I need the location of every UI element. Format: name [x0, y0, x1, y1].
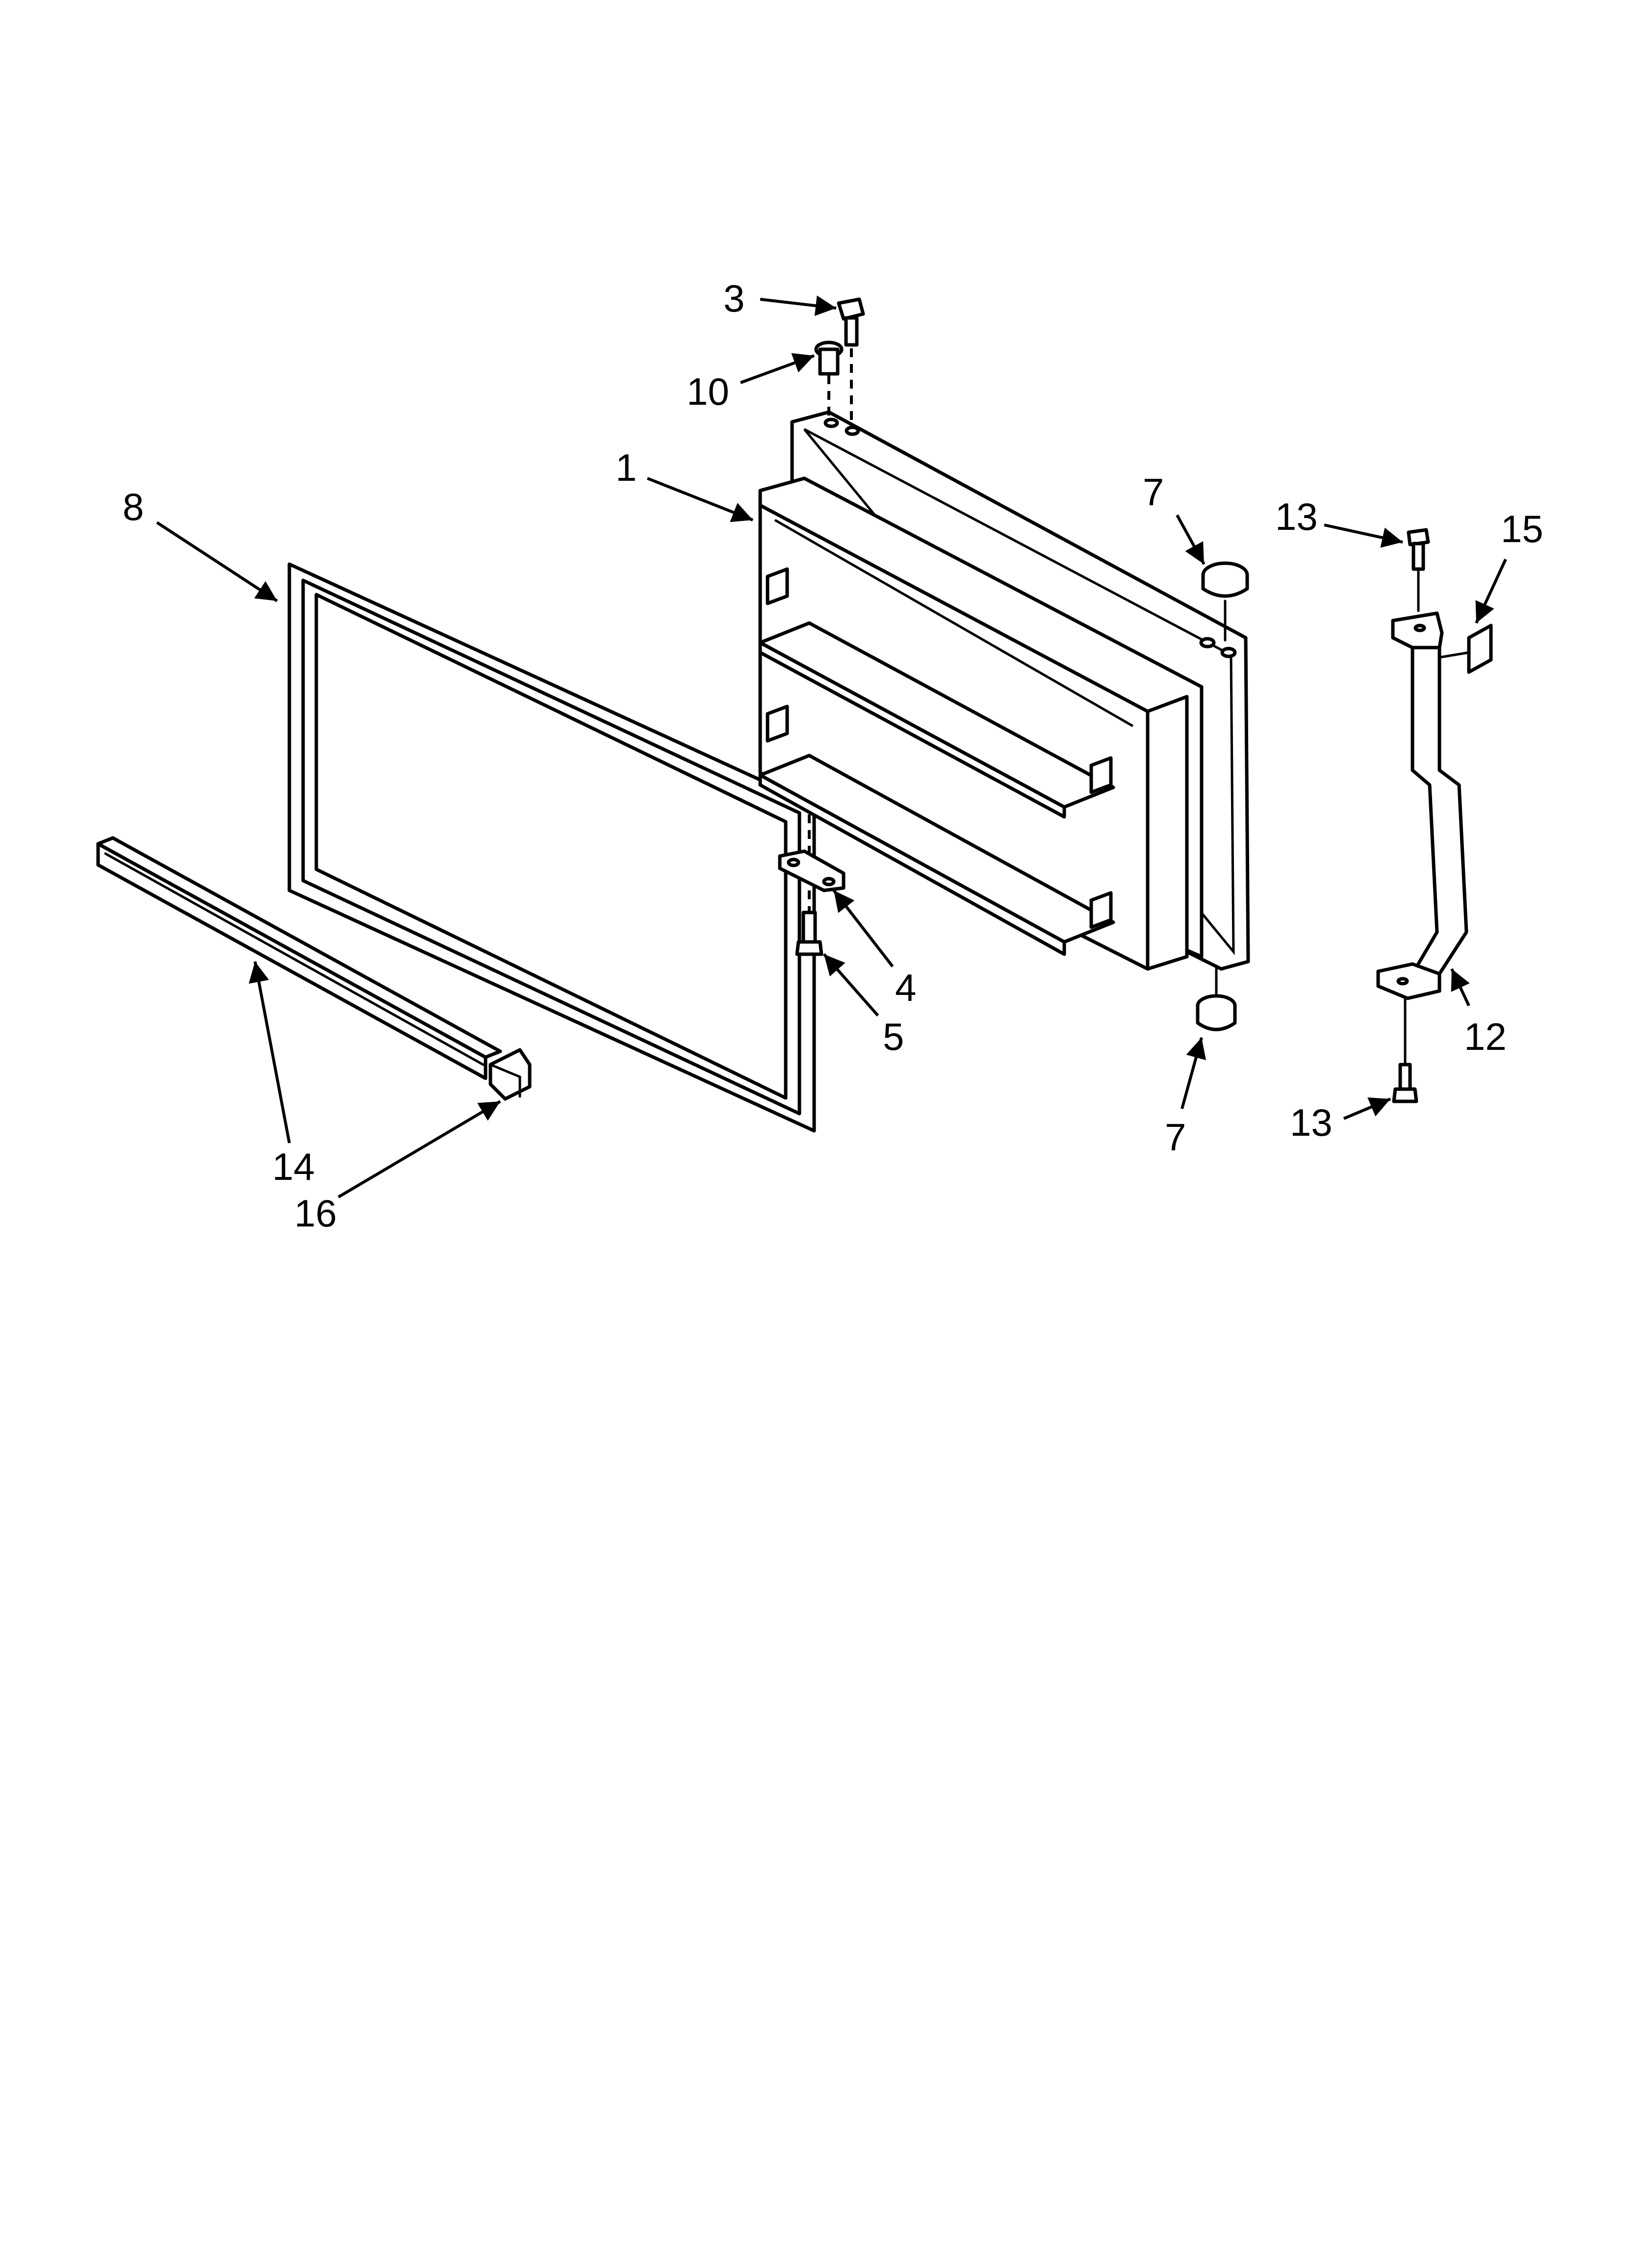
label-part: [1438, 624, 1493, 674]
leader-8: [156, 521, 278, 602]
leader-14: [249, 961, 291, 1144]
callout-12: 12: [1464, 1015, 1507, 1058]
handle-screw-top-part: [1407, 528, 1430, 612]
hinge-bolt-part: [795, 890, 823, 956]
door-gasket-part: [287, 562, 816, 1133]
callout-7-top: 7: [1143, 470, 1164, 514]
hinge-bracket-part: [778, 814, 846, 892]
callout-5: 5: [883, 1015, 904, 1058]
leader-15: [1475, 558, 1507, 624]
leader-13b: [1343, 1097, 1391, 1120]
callout-4: 4: [895, 966, 916, 1009]
trim-strip-part: [96, 836, 502, 1080]
leader-12: [1450, 968, 1470, 1007]
leader-13a: [1324, 523, 1403, 548]
callout-1: 1: [616, 446, 637, 489]
leader-7a: [1176, 514, 1206, 565]
callout-10: 10: [687, 370, 729, 413]
plug-cap-bottom-part: [1196, 967, 1237, 1031]
callout-labels: 3 10 1 8 7 13 15 4 5 12 7 13 14 16: [123, 277, 1543, 1235]
callout-13-bottom: 13: [1290, 1101, 1333, 1144]
end-cap-part: [488, 1048, 532, 1101]
leader-1: [646, 477, 754, 522]
callout-13-top: 13: [1275, 495, 1318, 538]
leader-3: [760, 295, 837, 316]
callout-7-bottom: 7: [1165, 1116, 1186, 1159]
callout-15: 15: [1501, 507, 1543, 550]
door-assembly-part: [758, 410, 1250, 971]
leader-10: [740, 353, 815, 384]
leader-5: [822, 953, 879, 1017]
hinge-screw-part: [837, 297, 865, 422]
leader-lines: [156, 295, 1507, 1199]
leader-16: [337, 1100, 501, 1199]
callout-3: 3: [723, 277, 744, 320]
callout-8: 8: [123, 485, 144, 528]
callout-16: 16: [294, 1192, 337, 1235]
handle-screw-bottom-part: [1392, 997, 1418, 1103]
leader-7b: [1180, 1037, 1206, 1109]
bushing-part: [814, 340, 844, 419]
plug-cap-top-part: [1201, 561, 1249, 642]
callout-14: 14: [272, 1145, 315, 1188]
leader-4: [832, 889, 894, 967]
door-handle-part: [1376, 611, 1468, 1000]
